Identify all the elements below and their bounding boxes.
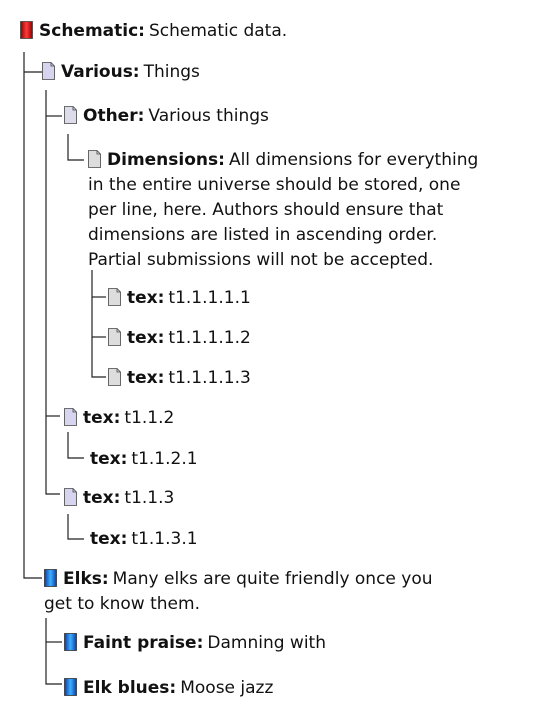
blue-doc-icon [64, 633, 77, 651]
tree-node-elk-blues[interactable]: Elk blues:Moose jazz [64, 676, 273, 701]
doc-icon [88, 150, 101, 168]
node-name: tex: [127, 288, 165, 308]
node-name: tex: [90, 529, 128, 549]
doc-icon [42, 62, 55, 80]
tree-node-tex-112[interactable]: tex:t1.1.2 [64, 406, 174, 431]
tree-node-schematic[interactable]: Schematic:Schematic data. [20, 19, 287, 44]
node-desc: t1.1.2.1 [131, 449, 198, 469]
tree-node-dimensions[interactable]: Dimensions:All dimensions for everything… [88, 148, 488, 273]
blue-doc-icon [44, 569, 57, 587]
doc-icon [108, 368, 121, 386]
doc-icon [64, 488, 77, 506]
tree-node-tex-3[interactable]: tex:t1.1.1.1.3 [108, 366, 251, 391]
node-name: tex: [83, 408, 121, 428]
doc-icon [108, 328, 121, 346]
node-name: tex: [127, 368, 165, 388]
tree-node-other[interactable]: Other:Various things [64, 104, 269, 129]
node-desc: t1.1.3 [124, 488, 175, 508]
node-name: Elk blues: [83, 678, 177, 698]
doc-icon [108, 288, 121, 306]
node-name: Elks: [63, 569, 109, 589]
node-desc: Damning with [207, 633, 326, 653]
node-name: Dimensions: [107, 150, 225, 170]
blue-doc-icon [64, 678, 77, 696]
node-name: tex: [83, 488, 121, 508]
node-name: Various: [61, 62, 140, 82]
tree-node-tex-2[interactable]: tex:t1.1.1.1.2 [108, 326, 251, 351]
node-name: tex: [127, 328, 165, 348]
tree-node-tex-113[interactable]: tex:t1.1.3 [64, 486, 174, 511]
node-name: Other: [83, 106, 145, 126]
node-desc: Many elks are quite friendly once you ge… [44, 569, 433, 614]
node-name: tex: [90, 449, 128, 469]
node-desc: Things [143, 62, 200, 82]
node-name: Schematic: [39, 21, 145, 41]
node-desc: t1.1.1.1.2 [168, 328, 251, 348]
doc-icon [64, 106, 77, 124]
tree-node-tex-1121[interactable]: tex:t1.1.2.1 [90, 447, 198, 472]
tree-node-elks[interactable]: Elks:Many elks are quite friendly once y… [44, 567, 464, 617]
tree-node-faint-praise[interactable]: Faint praise:Damning with [64, 631, 326, 656]
node-desc: t1.1.1.1.3 [168, 368, 251, 388]
node-desc: Moose jazz [180, 678, 274, 698]
node-desc: t1.1.3.1 [131, 529, 198, 549]
node-desc: t1.1.1.1.1 [168, 288, 251, 308]
red-doc-icon [20, 21, 33, 39]
node-desc: Schematic data. [148, 21, 288, 41]
doc-icon [64, 408, 77, 426]
node-desc: t1.1.2 [124, 408, 175, 428]
tree-node-tex-1[interactable]: tex:t1.1.1.1.1 [108, 286, 251, 311]
node-desc: Various things [148, 106, 269, 126]
tree-node-tex-1131[interactable]: tex:t1.1.3.1 [90, 527, 198, 552]
node-name: Faint praise: [83, 633, 204, 653]
node-desc: All dimensions for everything in the ent… [88, 150, 479, 270]
tree-node-various[interactable]: Various:Things [42, 60, 200, 85]
